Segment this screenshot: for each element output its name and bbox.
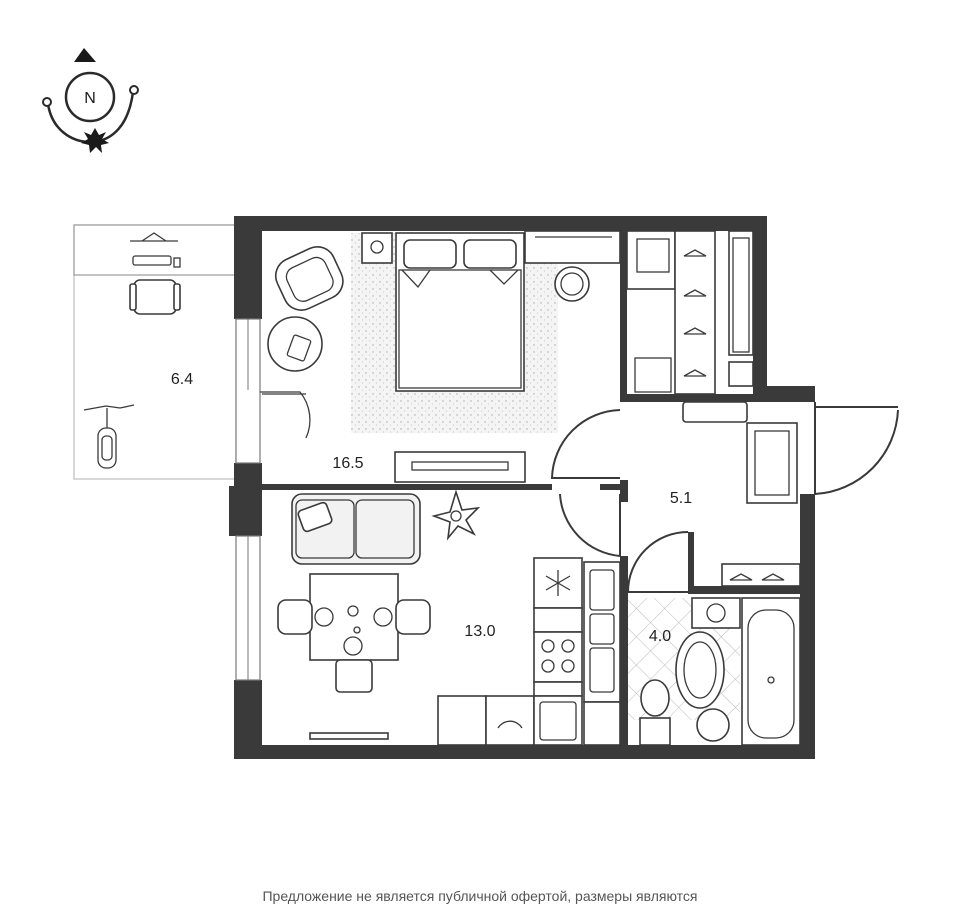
wardrobe	[626, 230, 754, 395]
balcony	[73, 224, 237, 480]
hallway-area-label: 5.1	[670, 490, 692, 507]
bedroom-area-label: 16.5	[332, 455, 363, 472]
disclaimer-text: Предложение не является публичной оферто…	[262, 888, 698, 904]
bathroom-fixtures	[639, 597, 801, 746]
hallway-furniture	[682, 401, 801, 587]
walls	[229, 216, 815, 759]
compass-north-icon: N	[42, 48, 139, 153]
bedroom-furniture	[267, 230, 621, 483]
plant-icon	[431, 489, 481, 541]
bicycle-icon	[83, 404, 135, 469]
living-furniture	[277, 489, 621, 746]
windows	[235, 318, 261, 681]
doors	[260, 391, 899, 593]
balcony-area-label: 6.4	[171, 371, 193, 388]
kitchen-living-area-label: 13.0	[464, 623, 495, 640]
compass-label: N	[84, 90, 96, 107]
bathroom-area-label: 4.0	[649, 628, 671, 645]
